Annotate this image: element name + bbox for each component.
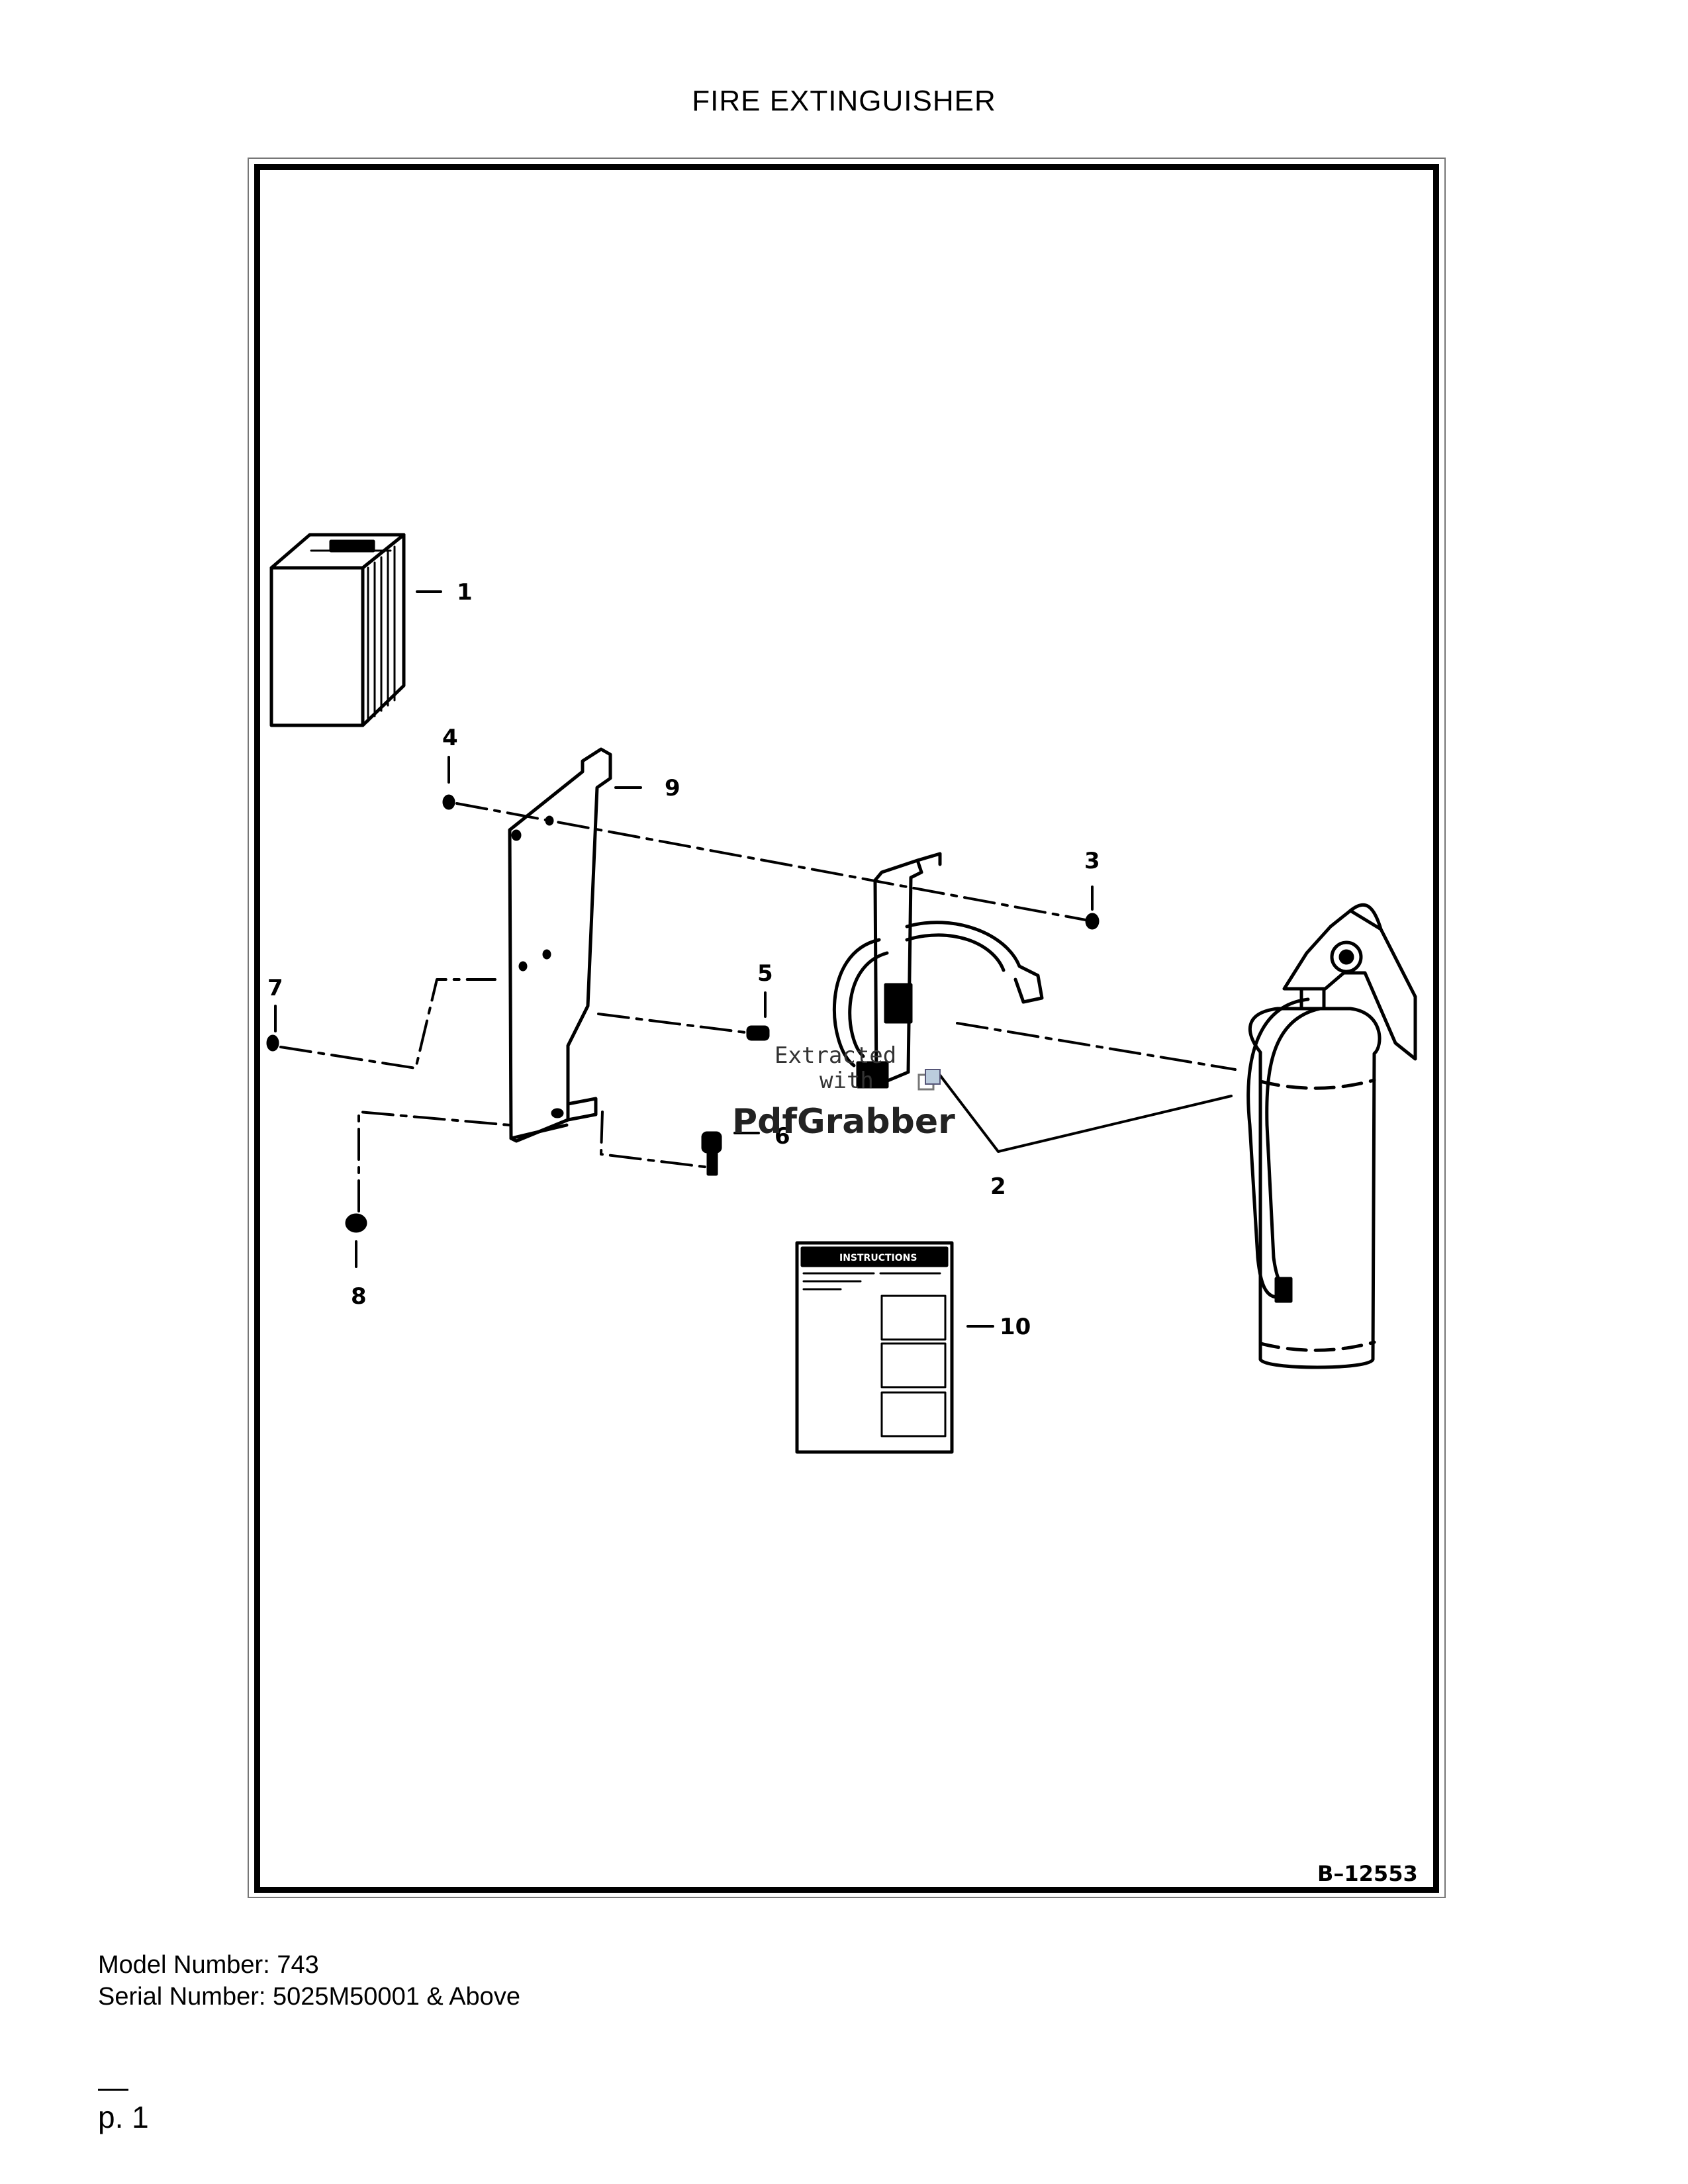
assembly-centerlines (279, 802, 1237, 1212)
callout-9: 9 (665, 775, 680, 801)
callout-7: 7 (267, 975, 283, 1001)
callout-4: 4 (442, 725, 458, 751)
part-9-mounting-bracket (508, 747, 612, 1143)
watermark-line1: Extracted (774, 1042, 896, 1069)
model-number: Model Number: 743 (98, 1951, 319, 1979)
watermark: Extracted with PdfGrabber (732, 1042, 955, 1142)
watermark-line2: with (820, 1068, 874, 1094)
diagram-frame (254, 164, 1439, 1893)
callout-6: 6 (774, 1123, 790, 1150)
callout-1: 1 (457, 579, 473, 606)
fire-extinguisher (1246, 903, 1417, 1369)
diagram-frame-outer (248, 158, 1446, 1898)
hardware-parts (266, 794, 1100, 1233)
serial-number: Serial Number: 5025M50001 & Above (98, 1983, 520, 2011)
part-1-cover-box (269, 533, 406, 727)
drawing-number: B–12553 (1317, 1861, 1418, 1886)
callout-2: 2 (990, 1173, 1006, 1200)
watermark-brand: PdfGrabber (732, 1102, 955, 1142)
page-title: FIRE EXTINGUISHER (692, 85, 996, 117)
part-2-extinguisher-bracket (833, 852, 1044, 1089)
leader-lines (274, 590, 1233, 1328)
part-10-instruction-sheet (795, 1241, 954, 1454)
instruction-sheet-heading: INSTRUCTIONS (839, 1253, 917, 1263)
callout-5: 5 (757, 960, 773, 987)
page-number: p. 1 (98, 2100, 149, 2134)
callout-10: 10 (1000, 1314, 1031, 1340)
callout-8: 8 (351, 1283, 367, 1310)
watermark-logo-icon-front (925, 1069, 941, 1085)
callout-3: 3 (1084, 848, 1100, 874)
page-separator (98, 2089, 128, 2091)
